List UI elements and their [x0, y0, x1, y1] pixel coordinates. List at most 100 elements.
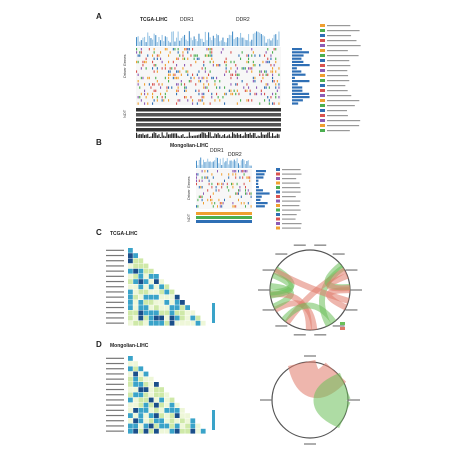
panel-b-mutation-cell — [221, 202, 223, 205]
panel-a-bottom-bar — [265, 134, 267, 138]
panel-a-mutation-cell — [240, 99, 242, 102]
panel-a-mutation-cell — [275, 70, 277, 73]
panel-a-mutation-cell — [179, 70, 181, 73]
panel-a-mutation-cell — [198, 99, 200, 102]
panel-b-mutation-cell — [207, 198, 209, 202]
panel-d-heatmap-cell — [159, 423, 164, 429]
panel-c-chord-label-line — [332, 325, 345, 327]
panel-b-mutation-cell — [219, 205, 221, 208]
panel-a-mutation-cell — [225, 92, 227, 96]
panel-a-mutation-cell — [203, 83, 205, 86]
panel-d-heatmap-cell — [143, 402, 149, 408]
panel-c-heatmap-cell — [174, 305, 180, 310]
panel-a-bottom-bar — [232, 132, 234, 138]
panel-a-bottom-bar — [230, 136, 232, 138]
panel-a-mutation-cell — [148, 48, 150, 51]
panel-c-heatmap-cell — [128, 289, 133, 295]
panel-a-mutation-cell — [270, 70, 272, 73]
panel-b-mutation-cell — [240, 170, 242, 173]
panel-a-mutation-cell — [200, 99, 202, 102]
panel-a-mutation-cell — [260, 89, 262, 92]
panel-d-heatmap-cell — [138, 413, 144, 418]
panel-a-legend-text-line — [327, 65, 351, 67]
panel-a-top-bar — [278, 31, 280, 46]
panel-b-legend-text-line — [282, 227, 301, 229]
panel-a-bottom-bar — [139, 133, 141, 138]
panel-b-mutation-cell — [201, 195, 203, 198]
panel-c-heatmap-cell — [143, 315, 149, 321]
panel-d-heatmap-cell — [148, 397, 154, 403]
panel-a-group-2: DDR2 — [236, 17, 250, 23]
panel-d-heatmap-cell — [143, 428, 149, 434]
panel-a-mutation-cell — [240, 57, 242, 60]
panel-a-legend-text-line — [327, 60, 350, 62]
panel-a-top-bar — [137, 36, 139, 46]
panel-a-legend-text-line — [327, 125, 360, 127]
panel-d-heatmap-cell — [128, 366, 133, 372]
panel-b-mutation-cell — [207, 189, 209, 192]
panel-a-mutation-cell — [268, 102, 270, 105]
panel-a-mutation-cell — [201, 67, 203, 70]
panel-a-mutation-cell — [276, 89, 278, 92]
panel-d-heatmap-cell — [138, 423, 144, 429]
panel-a-mutation-cell — [136, 48, 138, 51]
panel-a-mutation-cell — [168, 73, 170, 76]
panel-a-bottom-bar — [275, 135, 277, 138]
panel-d-heatmap-cell — [180, 418, 185, 424]
panel-a-mutation-cell — [177, 89, 179, 92]
panel-d-heatmap-cell — [133, 387, 138, 392]
panel-a-bottom-bar — [220, 136, 222, 138]
panel-a-top-bar — [147, 32, 149, 46]
panel-c-row-label-line — [106, 249, 124, 251]
panel-a-top-bar — [246, 40, 248, 46]
panel-a-bottom-bar — [136, 132, 138, 138]
panel-b-top-bar — [201, 164, 203, 168]
panel-c-heatmap-cell — [148, 274, 154, 279]
panel-a-mutation-cell — [161, 96, 163, 99]
panel-a-mutation-cell — [272, 67, 274, 70]
panel-d-colorbar — [212, 410, 215, 430]
panel-a-mutation-cell — [198, 57, 200, 60]
panel-b-top-bar — [219, 158, 221, 168]
panel-d-row-label-line — [106, 414, 124, 417]
panel-b-legend-swatch — [276, 168, 280, 171]
panel-d-row-label-line — [106, 388, 124, 391]
panel-b-mutation-cell — [224, 198, 225, 202]
panel-c-chord-label-line — [345, 309, 358, 311]
panel-a-bottom-bar — [227, 135, 229, 138]
panel-a-mutation-cell — [275, 96, 277, 99]
panel-a-mutation-cell — [224, 73, 226, 76]
panel-a-mutation-cell — [164, 76, 166, 80]
panel-a-mutation-cell — [177, 51, 179, 54]
panel-a-mutation-cell — [273, 80, 275, 83]
panel-a-mutation-cell — [252, 76, 254, 80]
panel-c-chord-label-line — [350, 289, 362, 291]
panel-a-mutation-cell — [137, 96, 139, 99]
panel-a-mutation-cell — [208, 54, 210, 57]
panel-d-heatmap-cell — [154, 397, 159, 403]
panel-c-heatmap-cell — [180, 310, 185, 316]
panel-a-mutation-cell — [278, 73, 280, 76]
panel-a-legend-swatch — [320, 54, 325, 57]
panel-a-mutation-cell — [196, 102, 198, 105]
panel-a-mutation-cell — [273, 48, 275, 51]
panel-a-mutation-cell — [265, 83, 267, 86]
panel-a-bottom-bar — [171, 133, 173, 138]
panel-b-mutation-cell — [211, 186, 213, 189]
panel-a-mutation-cell — [219, 86, 221, 89]
panel-a-mutation-cell — [177, 76, 179, 80]
panel-d-heatmap-cell — [195, 428, 201, 434]
panel-a-bottom-bar — [243, 135, 245, 138]
panel-d-heatmap-cell — [169, 408, 175, 413]
panel-a-mutation-cell — [272, 51, 274, 54]
panel-a-mutation-cell — [152, 54, 154, 57]
panel-d-heatmap-cell — [159, 413, 164, 418]
panel-a-mutation-cell — [254, 64, 256, 67]
panel-a-mutation-cell — [156, 57, 158, 60]
panel-a-top-bar — [184, 34, 186, 46]
panel-c-heatmap-cell — [133, 320, 138, 326]
panel-c-heatmap-cell — [154, 289, 159, 295]
panel-a-bottom-bar — [251, 134, 253, 138]
panel-b-ndt-track — [196, 220, 252, 223]
panel-c-chord-label-line — [293, 334, 306, 336]
